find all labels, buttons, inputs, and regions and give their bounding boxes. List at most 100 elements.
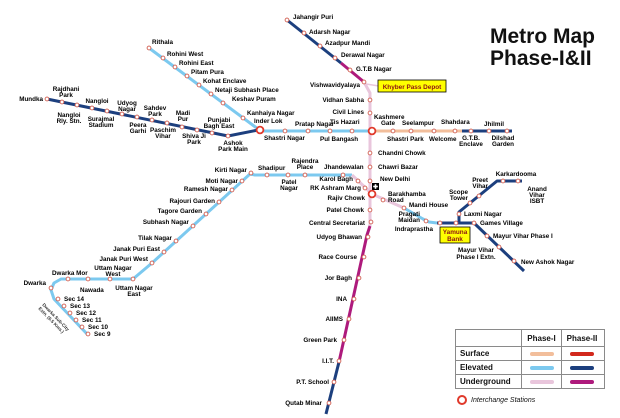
legend-row-elevated: Elevated — [456, 361, 522, 374]
station-label-dilshad-garden-1: Garden — [492, 141, 514, 148]
page-title-line2: Phase-I&II — [490, 47, 592, 70]
station-dot-tis-hazari — [349, 128, 355, 134]
station-dot-pt-school — [331, 379, 337, 385]
station-label-jor-bagh: Jor Bagh — [325, 275, 352, 282]
station-label-azadpur-mandi: Azadpur Mandi — [325, 40, 370, 47]
station-dot-rajendra-place — [302, 172, 308, 178]
khyber-pass-depot-label-0: Khyber Pass Depot — [383, 84, 442, 91]
station-label-shiva-ji-park-1: Park — [187, 139, 201, 146]
station-dot-janak-puri-east — [161, 249, 167, 255]
station-dot-dwarka-sec-9 — [85, 331, 91, 337]
station-dot-aiims — [346, 316, 352, 322]
station-dot-yamuna-bank — [453, 220, 459, 226]
station-label-shastri-park: Shastri Park — [387, 136, 424, 143]
station-label-pitam-pura: Pitam Pura — [191, 69, 224, 76]
station-dot-mayur-vihar-phase-1-extn — [496, 244, 502, 250]
legend-note: Interchange Stations — [457, 395, 605, 405]
station-label-nangloi-rly-stn: Nangloi — [57, 112, 80, 119]
station-label-uttam-nagar-west: Uttam Nagar — [94, 265, 132, 272]
swatch-icon — [529, 365, 554, 370]
station-label-indraprastha: Indraprastha — [395, 226, 434, 233]
interchange-station-kashmere-gate — [367, 126, 377, 136]
station-dot-jhandewalan — [340, 172, 346, 178]
station-label-dwarka: Dwarka — [24, 280, 47, 287]
station-label-dwarka-sec-13: Sec 13 — [70, 303, 90, 310]
station-label-jhilmil: Jhilmil — [484, 121, 504, 128]
station-label-dilshad-garden: Dilshad — [492, 135, 515, 142]
station-dot-welcome — [431, 128, 437, 134]
station-label-rithala: Rithala — [152, 39, 173, 46]
station-label-seelampur: Seelampur — [402, 120, 435, 127]
legend-row-surface: Surface — [456, 347, 522, 360]
station-label-subhash-nagar: Subhash Nagar — [143, 219, 190, 226]
station-dot-rajouri-garden — [216, 199, 222, 205]
station-label-rohini-west: Rohini West — [167, 51, 204, 58]
station-label-uttam-nagar-east-1: East — [127, 291, 141, 298]
station-label-patel-chowk: Patel Chowk — [327, 207, 365, 214]
station-label-mandi-house: Mandi House — [409, 202, 449, 209]
station-dot-azadpur-mandi — [317, 43, 323, 49]
station-dot-new-ashok-nagar — [511, 258, 517, 264]
line-jahangirpuri-qutabminar-segment-0 — [286, 18, 342, 65]
station-label-dwarka-sec-14: Sec 14 — [64, 296, 84, 303]
station-dot-rk-ashram-marg — [362, 185, 368, 191]
station-label-kanhaiya-nagar: Kanhaiya Nagar — [247, 110, 295, 117]
station-label-shiva-ji-park: Shiva Ji — [182, 133, 206, 140]
station-dot-moti-nagar — [239, 178, 245, 184]
swatch-icon — [529, 379, 554, 384]
station-dot-punjabi-bagh-east — [209, 130, 215, 136]
legend-col-phase2: Phase-II — [566, 333, 598, 343]
station-label-jahangir-puri: Jahangir Puri — [293, 14, 333, 21]
station-dot-pratap-nagar — [305, 128, 311, 134]
station-label-netaji-subhash-place: Netaji Subhash Place — [215, 87, 279, 94]
station-label-kashmere-gate: Kashmere — [374, 114, 405, 121]
station-label-nangloi-rly-stn-1: Rly. Stn. — [57, 118, 82, 125]
station-label-patel-nagar: Patel — [281, 179, 296, 186]
line-jahangirpuri-qutabminar-segment-1 — [340, 61, 365, 84]
station-dot-central-secretariat — [368, 219, 374, 225]
station-dot-karol-bagh — [355, 178, 361, 184]
station-label-scope-tower-1: Tower — [450, 195, 469, 202]
station-label-patel-nagar-1: Nagar — [280, 185, 298, 192]
station-dot-new-delhi — [367, 178, 373, 184]
station-dot-green-park — [341, 337, 347, 343]
station-dot-jahangir-puri — [284, 17, 290, 23]
station-dot-games-village — [471, 220, 477, 226]
station-label-welcome: Welcome — [429, 136, 457, 143]
station-label-ramesh-nagar: Ramesh Nagar — [184, 186, 229, 193]
station-label-green-park: Green Park — [303, 337, 337, 344]
station-dot-rohini-east — [172, 64, 178, 70]
station-label-ashok-park-main-1: Park Main — [218, 146, 248, 153]
station-dot-subhash-nagar — [190, 223, 196, 229]
station-dot-barakhamba-road — [380, 197, 386, 203]
station-label-sahdev-park: Sahdev — [144, 105, 167, 112]
station-label-race-course: Race Course — [319, 254, 358, 261]
swatch-icon — [529, 351, 554, 356]
legend-swatch-phase1-underground — [522, 375, 562, 388]
station-dot-patel-chowk — [367, 207, 373, 213]
station-dot-kirti-nagar — [248, 170, 254, 176]
station-label-mayur-vihar-phase-1: Mayur Vihar Phase I — [493, 233, 553, 240]
station-dot-nangloi — [89, 105, 95, 111]
station-label-chandni-chowk: Chandni Chowk — [378, 150, 426, 157]
station-dot-ashok-park-main — [225, 133, 231, 139]
station-dot-madi-pur — [179, 124, 185, 130]
station-label-ina: INA — [336, 296, 347, 303]
station-dot-shahdara — [452, 128, 458, 134]
legend-row-underground: Underground — [456, 375, 522, 388]
station-label-pratap-nagar: Pratap Nagar — [295, 121, 335, 128]
station-label-tagore-garden: Tagore Garden — [158, 208, 202, 215]
station-label-dwarka-sec-11: Sec 11 — [82, 317, 102, 324]
station-label-uttam-nagar-east: Uttam Nagar — [115, 285, 153, 292]
station-label-new-ashok-nagar: New Ashok Nagar — [521, 259, 575, 266]
station-dot-iit — [336, 358, 342, 364]
page-title-line1: Metro Map — [490, 25, 595, 48]
station-label-vidhan-sabha: Vidhan Sabha — [322, 97, 364, 104]
station-label-pul-bangash: Pul Bangash — [320, 136, 358, 143]
station-label-uttam-nagar-west-1: West — [106, 271, 122, 278]
station-dot-tagore-garden — [203, 211, 209, 217]
station-label-dwarka-sec-10: Sec 10 — [88, 324, 108, 331]
station-label-civil-lines: Civil Lines — [333, 109, 365, 116]
